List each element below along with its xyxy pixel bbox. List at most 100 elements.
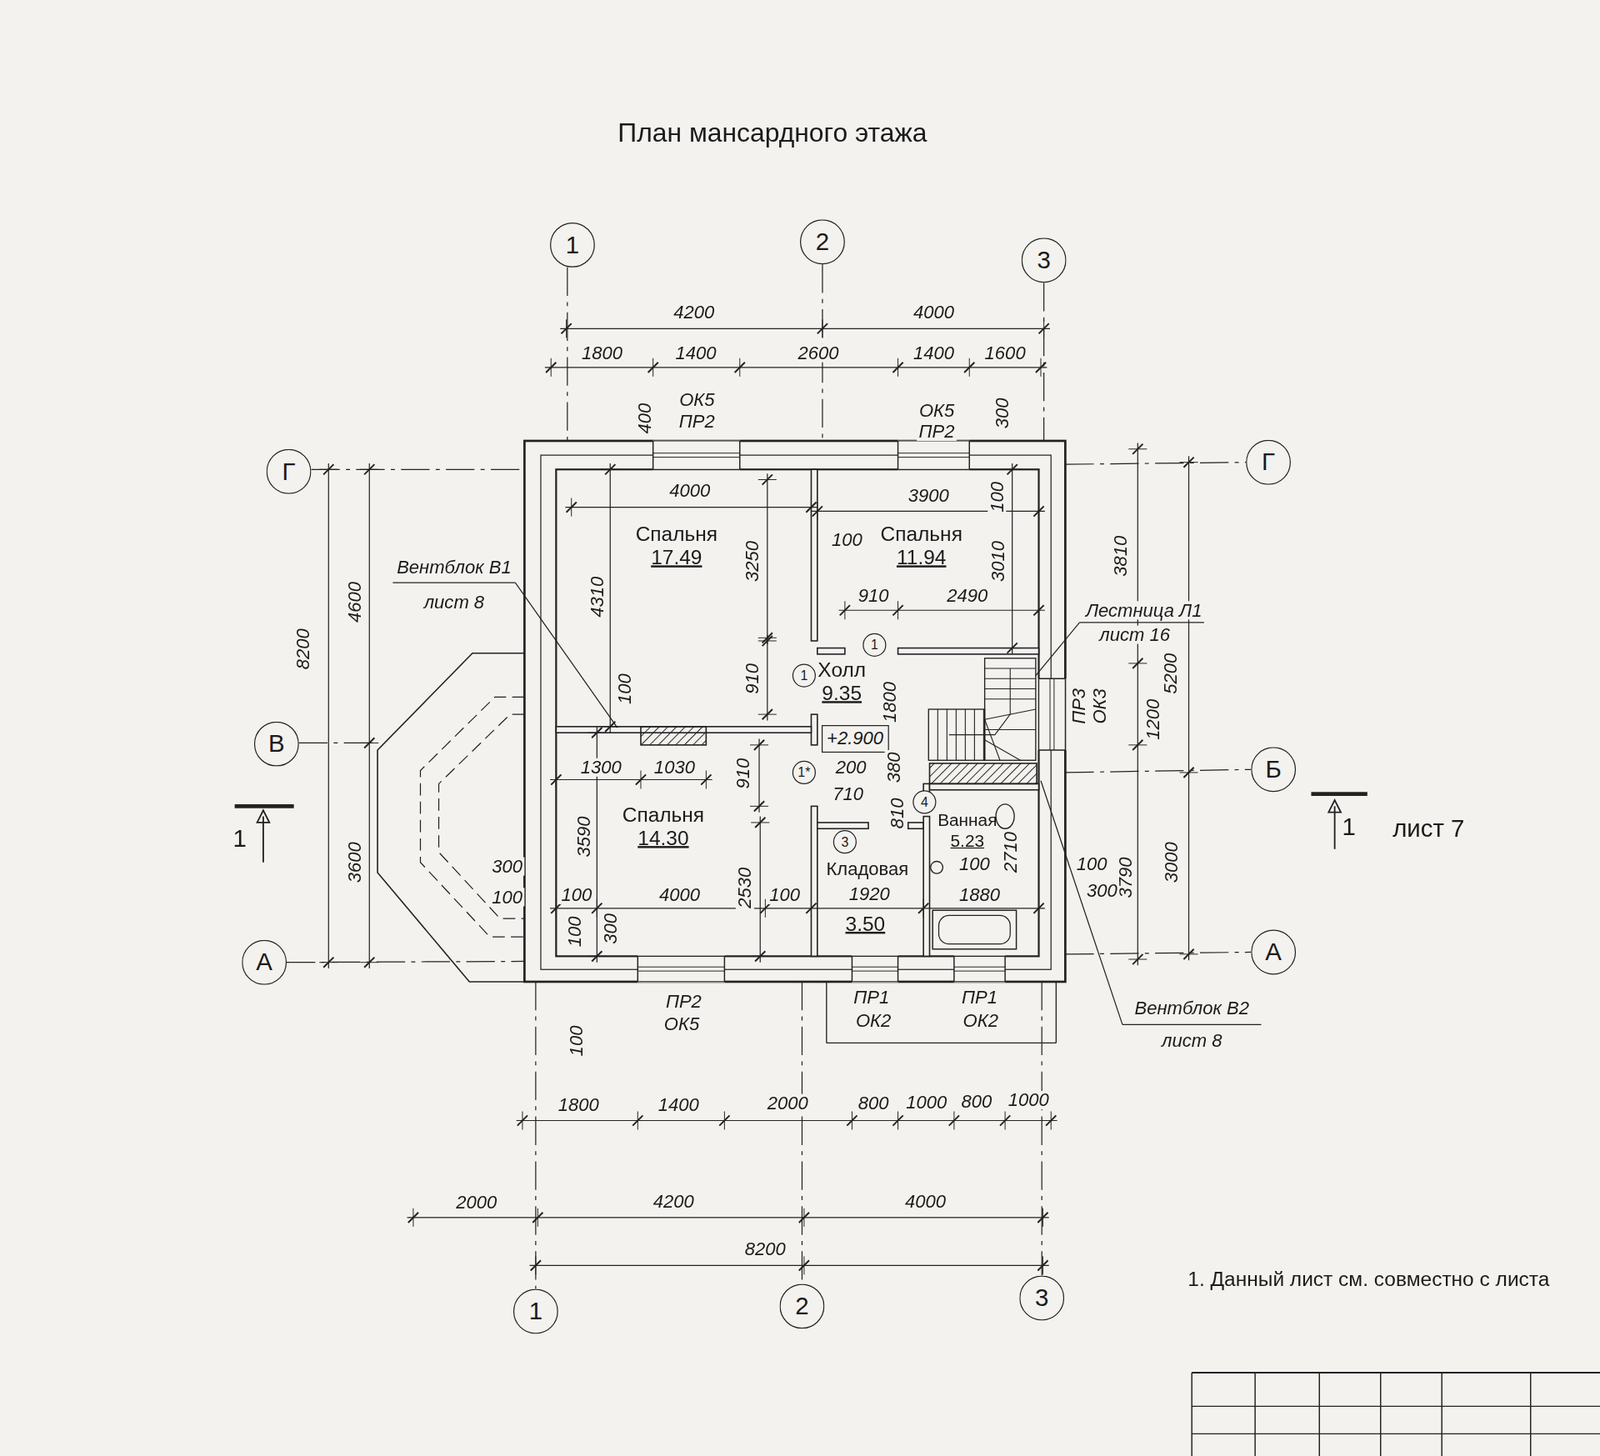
dimension-line [530, 1265, 1050, 1266]
extension-line [897, 1110, 899, 1130]
callout-circle: 1 [792, 664, 816, 688]
extension-line [816, 501, 818, 520]
grid-axis [1041, 981, 1043, 1276]
extension-line [765, 899, 766, 918]
node-text: 4 [920, 794, 929, 810]
annotation-text: лист 8 [421, 592, 486, 611]
window-frame [1065, 678, 1066, 750]
dimension-text: 1400 [673, 344, 719, 363]
room-area: 11.94 [896, 545, 946, 570]
grid-axis-bubble: А [1250, 930, 1296, 975]
window-jamb [652, 440, 654, 470]
window-frame [653, 440, 740, 441]
dimension-text: 100 [829, 530, 865, 550]
window-frame [851, 980, 898, 982]
extension-line [565, 319, 567, 338]
dimension-text: 1000 [1005, 1090, 1051, 1110]
dimension-line [560, 328, 1050, 330]
extension-line [821, 319, 823, 338]
node-text: Г [1261, 448, 1275, 477]
extension-line [596, 899, 598, 918]
extension-line [851, 1110, 853, 1130]
node-text: Спальня [635, 522, 718, 546]
dimension-line [550, 779, 713, 780]
inner-wall [555, 469, 1039, 956]
extension-line [555, 770, 557, 789]
section-label: 1 [230, 826, 249, 851]
window-opening [851, 955, 898, 983]
dimension-line [760, 816, 761, 963]
sink [930, 860, 944, 874]
node-text: 1 [529, 1296, 543, 1325]
ventblock-hatch [930, 763, 1038, 784]
grid-axis-bubble: А [241, 940, 287, 985]
dimension-text: 1880 [957, 885, 1003, 905]
window-glass [954, 966, 1005, 968]
room-label: Холл9.35 [813, 655, 870, 707]
partition-wall [817, 648, 845, 655]
porch-outline [826, 1042, 1057, 1044]
extension-line [360, 961, 379, 963]
window-jamb [897, 955, 899, 982]
dimension-text: 4200 [650, 1191, 696, 1210]
node-text: 1* [797, 765, 810, 780]
dimension-text: 2000 [454, 1192, 500, 1211]
dimension-line [550, 907, 1045, 909]
extension-line [1038, 501, 1040, 520]
extension-line [810, 899, 812, 918]
window-jamb [897, 440, 899, 470]
window-opening [1037, 678, 1066, 750]
dimension-text: 100 [615, 671, 634, 707]
dimension-text: 3590 [574, 814, 593, 860]
extension-line [319, 469, 338, 470]
dimension-text: 2710 [1000, 829, 1020, 875]
window-frame [653, 469, 740, 470]
dimension-text: 380 [885, 750, 904, 785]
partition-wall [923, 816, 930, 957]
extension-line [803, 1255, 805, 1275]
extension-line [587, 955, 606, 957]
annotation-text: ПР2 [676, 412, 717, 431]
dimension-text: 1030 [651, 758, 697, 777]
partition-wall [930, 783, 1040, 790]
extension-line [1180, 771, 1199, 773]
dimension-line [766, 473, 768, 644]
extension-line [555, 899, 557, 918]
grid-axis-bubble: 1 [513, 1289, 559, 1335]
window-frame [954, 980, 1005, 982]
dimension-text: 3810 [1110, 533, 1130, 579]
grid-axis [566, 267, 568, 441]
extension-line [570, 498, 572, 517]
stair-step [937, 709, 939, 760]
leader-line [1040, 780, 1123, 1025]
grid-axis [1065, 769, 1251, 773]
porch-outline [1055, 981, 1057, 1043]
window-glass [851, 966, 898, 968]
extension-line [758, 479, 777, 480]
window-frame [898, 469, 970, 470]
dimension-text: 1000 [904, 1092, 950, 1111]
window-glass [637, 966, 725, 968]
window-frame [851, 955, 898, 957]
extension-line [705, 770, 707, 789]
room-label: Спальня14.30 [618, 800, 709, 852]
annotation-text: ОК2 [854, 1010, 894, 1030]
section-arrowhead [257, 810, 270, 823]
dimension-text: 1600 [982, 344, 1028, 363]
window-frame [637, 980, 725, 982]
dimension-text: 910 [742, 660, 761, 696]
title-block-line [1191, 1433, 1600, 1435]
window-glass [898, 456, 970, 458]
extension-line [750, 805, 769, 807]
extension-line [1005, 1110, 1006, 1130]
node-text: 2 [815, 227, 830, 256]
extension-line [758, 714, 777, 715]
annotation-text: ОК5 [661, 1014, 701, 1033]
room-area: 5.23 [950, 830, 985, 851]
extension-line [969, 358, 970, 377]
bay-dashed [439, 714, 525, 919]
bay-dashed [420, 696, 525, 937]
dimension-text: 2600 [795, 344, 841, 363]
annotation-text: лист 16 [1097, 625, 1173, 645]
grid-axis [1065, 951, 1251, 954]
